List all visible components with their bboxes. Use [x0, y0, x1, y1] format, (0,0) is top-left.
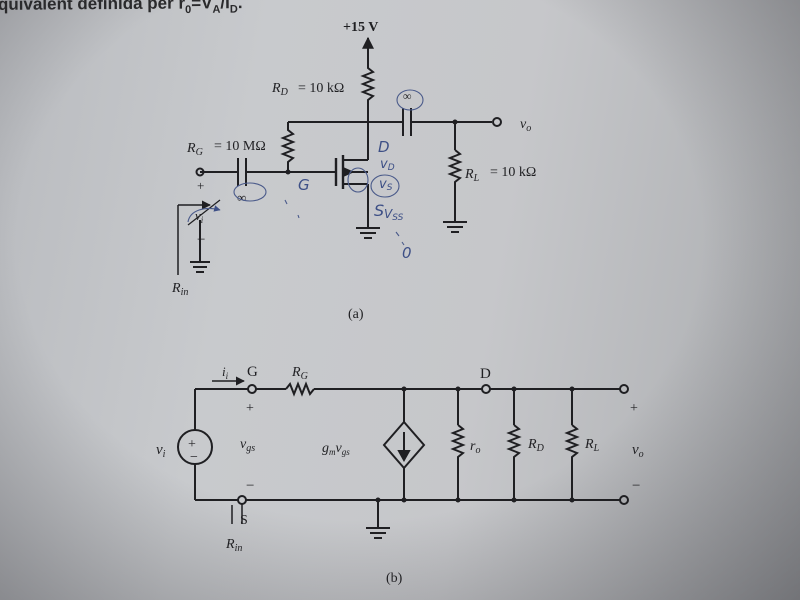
- pencil-vs-label: vS: [379, 177, 393, 193]
- rl-value: = 10 kΩ: [490, 165, 536, 180]
- pencil-zero: 0: [402, 244, 412, 262]
- pencil-circle-cap-in: [233, 182, 267, 202]
- rg-label: RG: [186, 141, 203, 158]
- vi-plus: +: [197, 178, 204, 193]
- rg-label-b: RG: [291, 365, 308, 382]
- rl-label: RL: [464, 167, 480, 184]
- resistor-rd-b: [506, 424, 522, 500]
- vo-label: vo: [520, 117, 531, 134]
- rd-label: RD: [271, 81, 289, 98]
- pencil-d-label: D: [378, 138, 390, 156]
- rg-value: = 10 MΩ: [214, 139, 266, 154]
- cap-in-infinity: ∞: [237, 190, 246, 205]
- g-terminal: [247, 384, 257, 394]
- caption-a: (a): [348, 307, 364, 322]
- d-terminal: [481, 384, 491, 394]
- s-terminal: [237, 495, 247, 505]
- resistor-rd: [360, 60, 376, 122]
- rin-label: Rin: [171, 281, 188, 298]
- d-label: D: [480, 366, 491, 382]
- pencil-dots: [395, 231, 405, 246]
- vo-minus-terminal: [619, 495, 629, 505]
- pencil-vss-label: VSS: [384, 207, 404, 223]
- circuit-a: [177, 36, 502, 275]
- pencil-circle-cap: [396, 89, 424, 111]
- resistor-rl-b: [564, 424, 580, 500]
- src-plus: +: [188, 437, 196, 452]
- pencil-s-label: S: [374, 201, 384, 220]
- pencil-circle-vs: [370, 174, 400, 198]
- caption-b: (b): [386, 571, 403, 586]
- rin-label-b: Rin: [225, 537, 242, 554]
- s-label: S: [240, 513, 248, 528]
- vi-label-b: vi: [156, 442, 166, 460]
- vo-plus: +: [630, 401, 638, 416]
- resistor-rg: [280, 122, 296, 172]
- vgs-minus: −: [246, 478, 254, 494]
- ro-label: ro: [470, 439, 480, 456]
- resistor-rg-b: [285, 381, 315, 397]
- vo-terminal: [492, 117, 502, 127]
- gm-vgs-label: gmvgs: [322, 441, 350, 457]
- vgs-plus: +: [246, 401, 254, 416]
- vgs-label: vgs: [240, 437, 255, 454]
- pencil-vd-label: vD: [380, 157, 395, 173]
- rl-label-b: RL: [584, 437, 600, 454]
- cap-out-infinity: ∞: [403, 89, 412, 103]
- rd-label-b: RD: [527, 437, 545, 454]
- pencil-ticks: [284, 199, 300, 219]
- circuit-b: [177, 376, 629, 539]
- supply-label: +15 V: [343, 20, 378, 35]
- vo-plus-terminal: [619, 384, 629, 394]
- vo-label-b: vo: [632, 442, 644, 460]
- pencil-annotations: D vD vS S VSS G 0: [187, 89, 424, 262]
- vi-input-terminal: [195, 167, 205, 177]
- pencil-vi-arrow: [187, 205, 221, 223]
- rd-value: = 10 kΩ: [298, 81, 344, 96]
- resistor-ro: [450, 424, 466, 500]
- resistor-rl: [447, 149, 463, 222]
- g-label: G: [247, 364, 258, 380]
- vi-label: vi: [195, 208, 204, 225]
- vi-minus: −: [197, 232, 205, 248]
- vo-minus: −: [632, 478, 640, 494]
- pencil-g-label: G: [298, 176, 310, 194]
- ii-label: ii: [222, 364, 229, 381]
- src-minus: −: [190, 450, 198, 465]
- pencil-circle-source: [347, 167, 369, 193]
